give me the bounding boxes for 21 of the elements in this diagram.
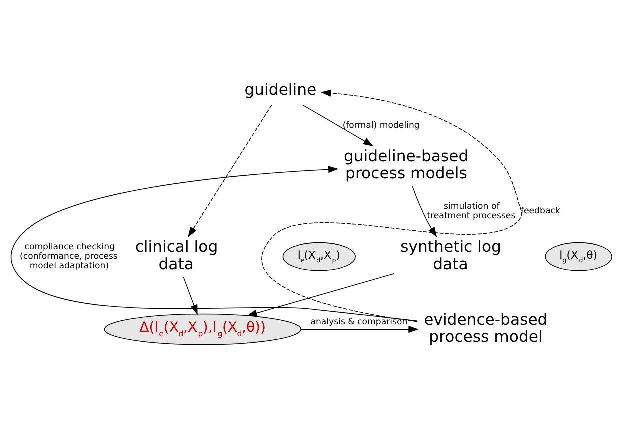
arrow [247,274,395,317]
edge-label: feedback [521,206,560,217]
arrow [301,326,419,334]
edge-label: analysis & comparison [310,318,408,328]
node-text: guideline-based process models [344,146,469,183]
edge-label: compliance checking (conformance, process model adaptation) [20,242,118,272]
edge-label: (formal) modeling [342,120,420,131]
node-text: synthetic log data [400,237,502,274]
node-text: guideline [244,80,317,100]
node-ellipse: Δ(l$_{e}$(X$_{d}$,X$_{p}$),l$_{g}$(X$_{d}$,θ)) [104,314,302,346]
node-text: evidence-based process model [424,310,548,346]
node-text: clinical log data [135,237,218,274]
node-ellipse: l$_{e}$(X$_{d}$,X$_{p}$) [282,242,356,272]
arrow [412,186,438,238]
arrow [10,166,418,322]
arrow [188,105,272,238]
arrow [262,90,522,322]
edge-label: simulation of treatment processes [427,202,516,222]
arrow [302,104,374,146]
arrow [183,277,198,316]
node-ellipse: l$_{g}$(X$_{d}$,θ) [545,242,612,272]
